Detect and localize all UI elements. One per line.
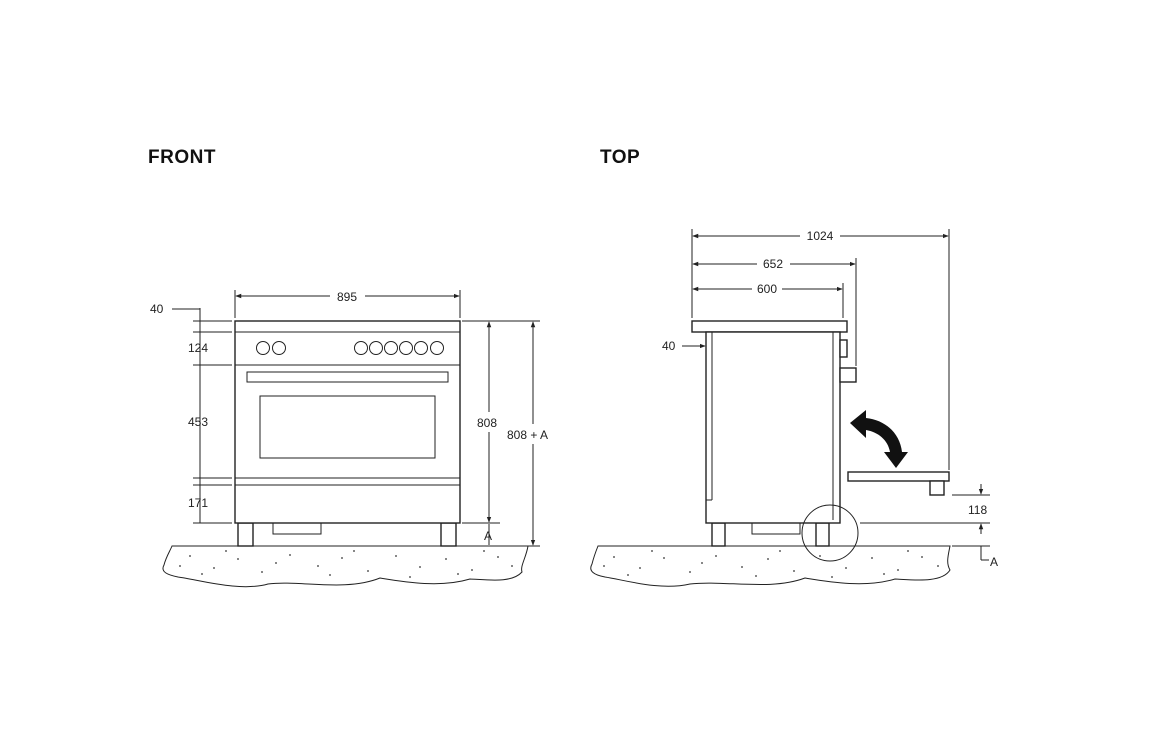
top-feet-label: A xyxy=(990,555,998,569)
side-worktop xyxy=(691,320,848,333)
front-door-label: 453 xyxy=(188,415,208,429)
door-clearance-label: 118 xyxy=(968,503,987,517)
side-door-handle xyxy=(839,367,857,383)
front-total-height-label: 808 + A xyxy=(507,428,548,442)
top-handle-depth-label: 652 xyxy=(763,257,783,271)
front-width-label: 895 xyxy=(337,290,357,304)
front-knobs xyxy=(256,341,444,355)
front-view: 895 40 124 453 171 808 808 + A A xyxy=(150,290,548,588)
top-body-depth-label: 600 xyxy=(757,282,777,296)
front-panel-label: 124 xyxy=(188,341,208,355)
front-floor xyxy=(162,545,529,588)
front-title: FRONT xyxy=(148,147,216,168)
front-feet-label: A xyxy=(484,529,492,543)
front-top-offset-label: 40 xyxy=(150,302,164,316)
side-plinth-vent xyxy=(751,522,801,535)
detail-circle xyxy=(801,504,859,562)
front-height-label: 808 xyxy=(477,416,497,430)
open-door-handle xyxy=(929,480,945,496)
oven-handle xyxy=(246,371,449,383)
front-foot-left xyxy=(237,522,254,547)
open-door xyxy=(847,471,950,482)
door-swing-arrow xyxy=(850,410,908,468)
side-body xyxy=(705,331,841,524)
top-floor xyxy=(590,545,951,587)
top-view: 1024 652 600 40 118 A xyxy=(590,229,998,587)
top-offset-label: 40 xyxy=(662,339,676,353)
top-title: TOP xyxy=(600,147,641,168)
front-drawer-label: 171 xyxy=(188,496,208,510)
oven-window xyxy=(259,395,436,459)
side-knob xyxy=(839,339,848,358)
front-foot-right xyxy=(440,522,457,547)
top-overall-depth-label: 1024 xyxy=(807,229,834,243)
side-foot-front xyxy=(815,522,830,547)
side-foot-back xyxy=(711,522,726,547)
front-plinth-vent xyxy=(272,522,322,535)
